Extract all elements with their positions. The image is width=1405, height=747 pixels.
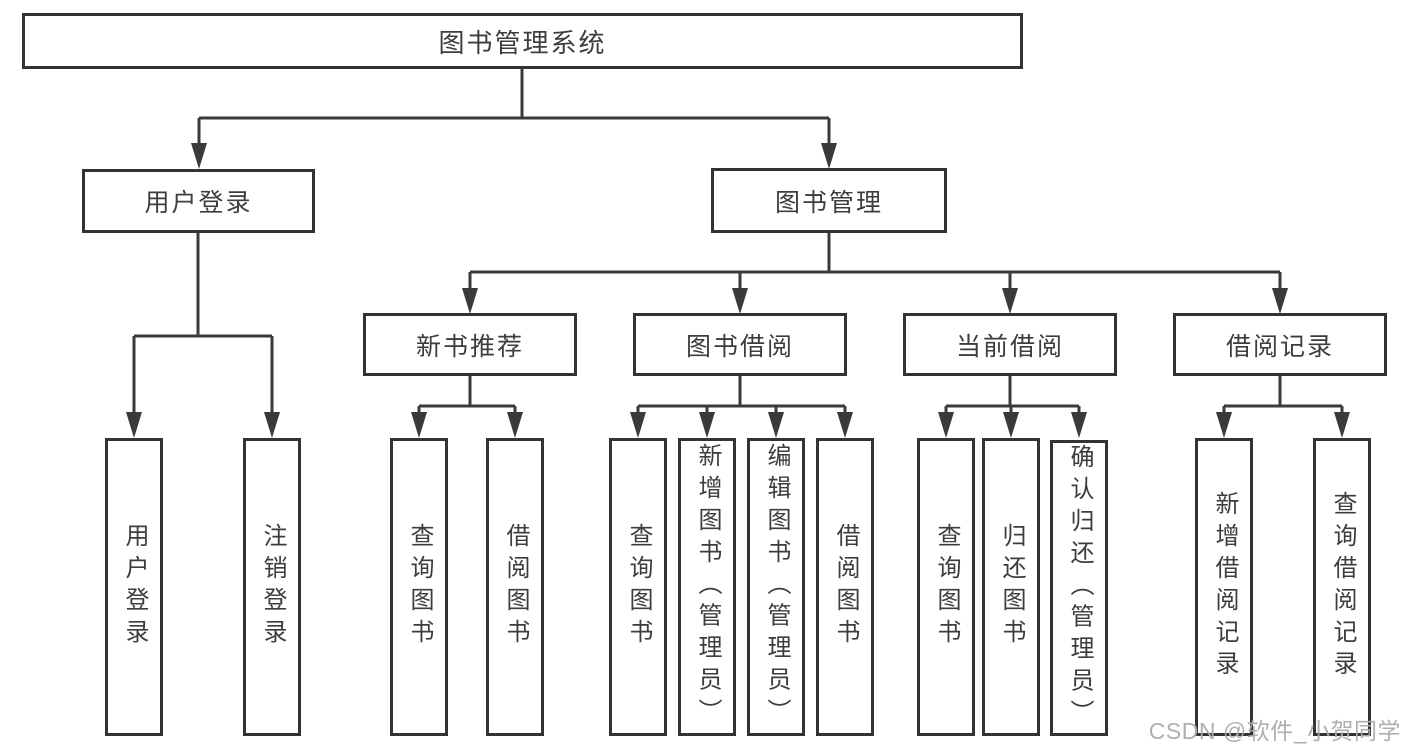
connector-new-books-children	[417, 376, 517, 416]
leaf-add-borrow-record: 新增借阅记录	[1195, 438, 1253, 736]
leaf-borrow-books-2: 借阅图书	[816, 438, 874, 736]
node-book-borrowing: 图书借阅	[633, 313, 847, 376]
leaf-query-books-1-label: 查询图书	[406, 523, 433, 651]
node-new-book-recommend-label: 新书推荐	[415, 332, 524, 361]
leaf-confirm-return-admin-label: 确认归还（管理员）	[1066, 444, 1093, 732]
leaf-query-books-3-label: 查询图书	[933, 523, 960, 651]
leaf-add-book-admin-label: 新增图书（管理员）	[694, 443, 721, 731]
connector-book-borrowing-children	[636, 376, 847, 416]
connector-root-to-level2	[197, 69, 831, 146]
leaf-edit-book-admin-label: 编辑图书（管理员）	[763, 443, 790, 731]
leaf-logout: 注销登录	[243, 438, 301, 736]
leaf-borrow-books-1-label: 借阅图书	[502, 523, 529, 651]
leaf-query-books-3: 查询图书	[917, 438, 975, 736]
leaf-logout-label: 注销登录	[259, 523, 286, 651]
leaf-user-login-label: 用户登录	[121, 523, 148, 651]
connector-borrow-records-children	[1222, 376, 1344, 416]
leaf-edit-book-admin: 编辑图书（管理员）	[747, 438, 805, 736]
arrowhead-icons	[126, 143, 1350, 438]
node-new-book-recommend: 新书推荐	[363, 313, 577, 376]
leaf-query-borrow-record: 查询借阅记录	[1313, 438, 1371, 736]
connector-book-mgmt-children	[468, 233, 1282, 291]
node-library-system: 图书管理系统	[22, 13, 1023, 69]
node-user-login-label: 用户登录	[144, 189, 253, 217]
node-book-borrowing-label: 图书借阅	[685, 332, 794, 361]
node-library-system-label: 图书管理系统	[438, 27, 607, 58]
node-current-borrowing-label: 当前借阅	[955, 332, 1064, 361]
leaf-query-books-1: 查询图书	[390, 438, 448, 736]
leaf-query-borrow-record-label: 查询借阅记录	[1329, 491, 1356, 683]
node-book-management-label: 图书管理	[774, 188, 883, 217]
leaf-confirm-return-admin: 确认归还（管理员）	[1050, 440, 1108, 736]
leaf-borrow-books-1: 借阅图书	[486, 438, 544, 736]
node-user-login: 用户登录	[82, 169, 315, 233]
connector-user-login-children	[132, 233, 274, 416]
leaf-query-books-2-label: 查询图书	[625, 523, 652, 651]
leaf-borrow-books-2-label: 借阅图书	[832, 523, 859, 651]
csdn-watermark: CSDN @软件_小贺同学	[1148, 718, 1401, 744]
node-borrow-records-label: 借阅记录	[1225, 332, 1334, 361]
leaf-add-book-admin: 新增图书（管理员）	[678, 438, 736, 736]
node-book-management: 图书管理	[711, 168, 947, 233]
connector-current-borrowing-children	[944, 376, 1081, 416]
node-current-borrowing: 当前借阅	[903, 313, 1117, 376]
leaf-query-books-2: 查询图书	[609, 438, 667, 736]
node-borrow-records: 借阅记录	[1173, 313, 1387, 376]
leaf-return-books-label: 归还图书	[998, 523, 1025, 651]
leaf-add-borrow-record-label: 新增借阅记录	[1211, 491, 1238, 683]
leaf-return-books: 归还图书	[982, 438, 1040, 736]
leaf-user-login: 用户登录	[105, 438, 163, 736]
